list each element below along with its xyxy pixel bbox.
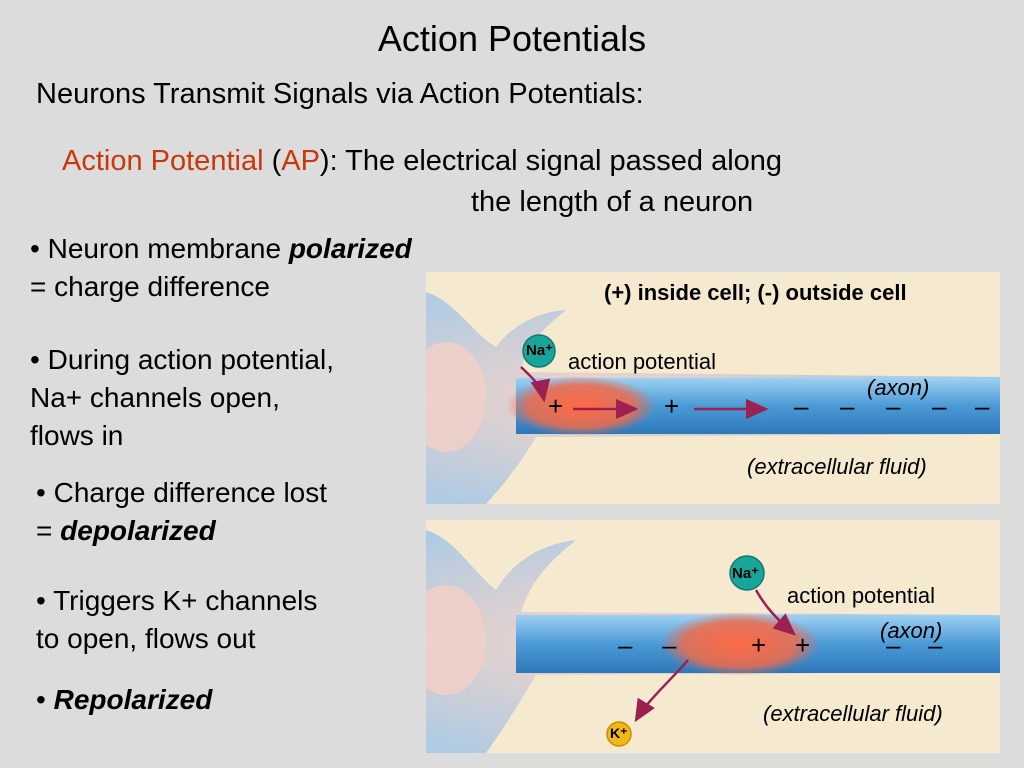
charge-sign: – [662, 630, 677, 660]
bullet-emphasis: polarized [288, 233, 412, 264]
slide-subtitle: Neurons Transmit Signals via Action Pote… [36, 78, 644, 110]
bullet-line-2: Na+ channels open, [30, 382, 280, 413]
definition-open-paren: ( [263, 145, 282, 177]
soma-nucleus [426, 342, 486, 452]
definition-text: ): The electrical signal passed along [319, 145, 783, 177]
na-ion-label: Na⁺ [732, 565, 760, 582]
bullet-dot: • [30, 233, 48, 264]
bullet-repolarized: • Repolarized [36, 681, 212, 719]
charge-sign: + [795, 630, 811, 660]
charge-sign: – [886, 391, 901, 421]
bullet-emphasis: Repolarized [53, 684, 213, 715]
charge-sign: – [886, 630, 901, 660]
bullet-line-2: to open, flows out [36, 623, 256, 654]
neuron-diagram-repolarizing: Na⁺ K⁺ action potential (axon) (extracel… [426, 520, 1000, 753]
bullet-text: Triggers K+ channels [53, 585, 318, 616]
bullet-line-3: flows in [30, 420, 124, 451]
charge-sign: – [932, 391, 947, 421]
bullet-dot: • [36, 684, 54, 715]
bullet-text: Neuron membrane [47, 233, 289, 264]
charge-sign: – [928, 630, 943, 660]
bullet-dot: • [36, 477, 54, 508]
na-ion-icon [729, 555, 765, 591]
neuron-illustration-2 [426, 530, 1000, 753]
axon-label: (axon) [880, 618, 943, 643]
axon-label: (axon) [867, 375, 930, 400]
bullet-k-channels: • Triggers K+ channels to open, flows ou… [36, 582, 317, 658]
charge-sign: – [794, 391, 809, 421]
na-influx-arrow [754, 589, 796, 636]
k-efflux-arrow [634, 659, 689, 723]
extracellular-fluid-label: (extracellular fluid) [747, 454, 927, 479]
bullet-dot: • [36, 585, 54, 616]
definition-term: Action Potential [62, 145, 264, 177]
bullet-line-2: = charge difference [30, 271, 270, 302]
extracellular-fluid-label: (extracellular fluid) [763, 701, 943, 726]
soma-nucleus [426, 585, 486, 695]
bullet-emphasis: depolarized [60, 515, 216, 546]
bullet-dot: • [30, 344, 48, 375]
charge-sign: + [751, 630, 767, 660]
definition-line-2: the length of a neuron [471, 186, 754, 218]
panel-header: (+) inside cell; (-) outside cell [604, 280, 907, 305]
bullet-text: Charge difference lost [53, 477, 328, 508]
k-ion-icon [606, 721, 632, 747]
slide-title: Action Potentials [377, 18, 647, 59]
bullet-na-channels: • During action potential, Na+ channels … [30, 341, 334, 455]
bullet-polarized: • Neuron membrane polarized = charge dif… [30, 230, 412, 306]
neuron-illustration-1 [426, 292, 1000, 504]
bullet-depolarized: • Charge difference lost = depolarized [36, 474, 327, 550]
charge-sign: – [975, 391, 990, 421]
action-potential-label: action potential [568, 349, 716, 374]
neuron-diagram-polarized: (+) inside cell; (-) outside cell Na⁺ ac… [426, 272, 1000, 504]
charge-sign: + [664, 391, 680, 421]
bullet-line-2-prefix: = [36, 515, 61, 546]
action-potential-label: action potential [787, 583, 935, 608]
definition-line: Action Potential (AP): The electrical si… [62, 145, 782, 178]
na-ion-label: Na⁺ [526, 342, 554, 359]
definition-abbr: AP [281, 145, 320, 177]
charge-sign: – [618, 630, 633, 660]
na-ion-icon [522, 334, 556, 368]
na-influx-arrow [520, 366, 551, 403]
action-potential-region [506, 376, 656, 436]
k-ion-label: K⁺ [610, 725, 628, 741]
charge-sign: + [548, 391, 564, 421]
charge-sign: – [840, 391, 855, 421]
bullet-text: During action potential, [47, 344, 334, 375]
